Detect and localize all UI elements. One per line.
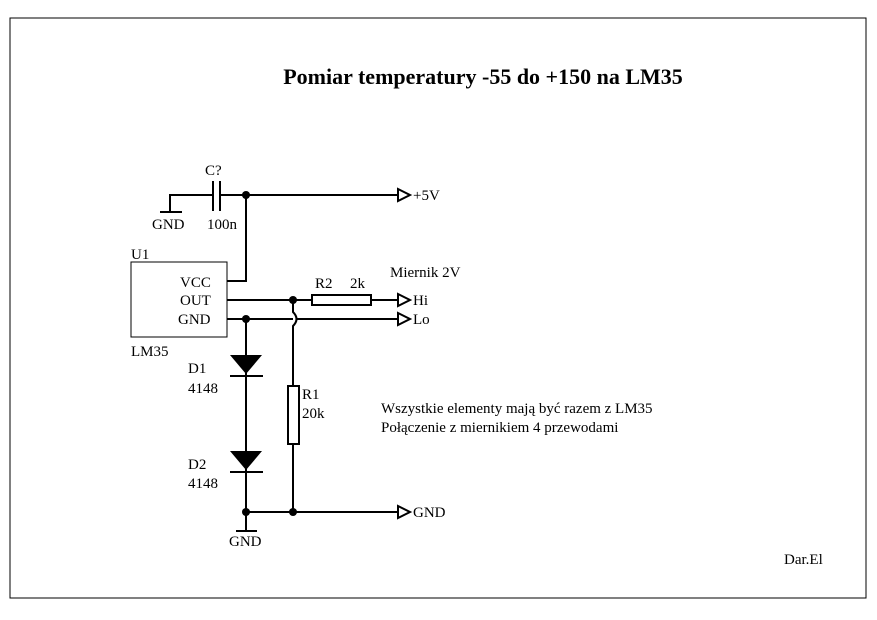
wire-r1 [292,300,298,512]
capacitor-c [160,181,398,213]
diode-d1 [230,355,262,374]
r2-value: 2k [350,276,366,292]
junction [242,508,250,516]
junction [289,508,297,516]
u1-ref: U1 [131,247,149,263]
u1-part: LM35 [131,344,169,360]
u1-pin-gnd: GND [178,312,211,328]
diode-d2 [230,451,262,470]
sheet-border [9,17,867,599]
meter-label: Miernik 2V [390,265,461,281]
u1-pin-vcc: VCC [180,275,211,291]
port-arrow-gnd [397,504,413,520]
cap-value: 100n [207,217,238,233]
port-hi: Hi [413,293,428,309]
r2-ref: R2 [315,276,333,292]
cap-ref: C? [205,163,222,179]
port-arrow-lo [397,311,413,327]
note-1: Wszystkie elementy mają być razem z LM35 [381,401,653,417]
author: Dar.El [784,552,823,568]
resistor-r2 [311,294,372,306]
gnd-symbol-label: GND [229,534,262,550]
d2-value: 4148 [188,476,218,492]
cap-gnd-label: GND [152,217,185,233]
port-lo: Lo [413,312,430,328]
port-arrow-5v [397,187,413,203]
r1-ref: R1 [302,387,320,403]
title: Pomiar temperatury -55 do +150 na LM35 [283,64,683,89]
port-arrow-hi [397,292,413,308]
supply-label: +5V [413,188,440,204]
port-gnd: GND [413,505,446,521]
u1-pin-out: OUT [180,293,211,309]
note-2: Połączenie z miernikiem 4 przewodami [381,420,618,436]
resistor-r1 [287,385,300,445]
wire-vcc [227,195,247,282]
d1-value: 4148 [188,381,218,397]
r1-value: 20k [302,406,325,422]
d2-ref: D2 [188,457,206,473]
d1-ref: D1 [188,361,206,377]
